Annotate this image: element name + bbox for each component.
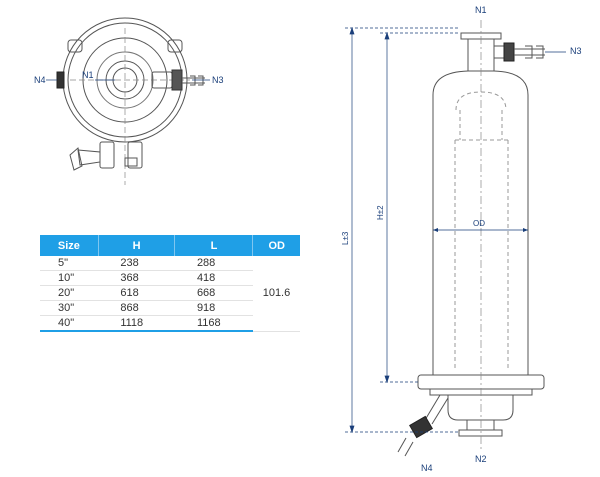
header-od: OD <box>252 235 300 256</box>
top-view-labels: N4 N1 N3 <box>34 70 224 85</box>
od-label: OD <box>473 219 485 228</box>
l-label: L±3 <box>341 231 350 245</box>
cell-l: 418 <box>174 270 253 286</box>
header-l: L <box>174 235 254 256</box>
top-n3-label: N3 <box>212 75 224 85</box>
cell-h: 618 <box>98 285 175 301</box>
cell-l: 288 <box>174 256 253 271</box>
cell-size: 40" <box>40 315 99 332</box>
table-row: 40" 1118 1168 <box>40 315 300 332</box>
table-header-row: Size H L OD <box>40 235 300 256</box>
header-h: H <box>98 235 176 256</box>
cell-h: 368 <box>98 270 175 286</box>
cell-h: 868 <box>98 300 175 316</box>
h-label: H±2 <box>376 205 385 220</box>
cell-size: 5" <box>40 256 99 271</box>
top-n4-label: N4 <box>34 75 46 85</box>
spec-table: Size H L OD 5" 238 288 101.6 10" 368 418… <box>40 235 300 332</box>
l-dimension <box>345 26 460 434</box>
cell-h: 1118 <box>98 315 175 332</box>
h-dimension <box>380 31 460 384</box>
cell-l: 1168 <box>174 315 253 332</box>
table-row: 5" 238 288 101.6 <box>40 256 300 332</box>
table-row: 30" 868 918 <box>40 300 300 316</box>
cell-l: 668 <box>174 285 253 301</box>
top-view <box>56 17 205 185</box>
top-n1-label: N1 <box>82 70 94 80</box>
cell-od: 101.6 <box>252 256 300 332</box>
table-row: 20" 618 668 <box>40 285 300 301</box>
side-n2-label: N2 <box>475 454 487 464</box>
od-dimension <box>433 228 528 232</box>
table-row: 10" 368 418 <box>40 270 300 286</box>
cell-size: 20" <box>40 285 99 301</box>
cell-size: 10" <box>40 270 99 286</box>
side-view <box>397 20 545 457</box>
side-n1-label: N1 <box>475 5 487 15</box>
cell-size: 30" <box>40 300 99 316</box>
side-n3-label: N3 <box>570 46 582 56</box>
cell-l: 918 <box>174 300 253 316</box>
cell-h: 238 <box>98 256 175 271</box>
header-size: Size <box>40 235 99 256</box>
side-view-labels: N1 N3 N2 N4 OD L±3 H±2 <box>341 5 582 473</box>
side-n4-label: N4 <box>421 463 433 473</box>
